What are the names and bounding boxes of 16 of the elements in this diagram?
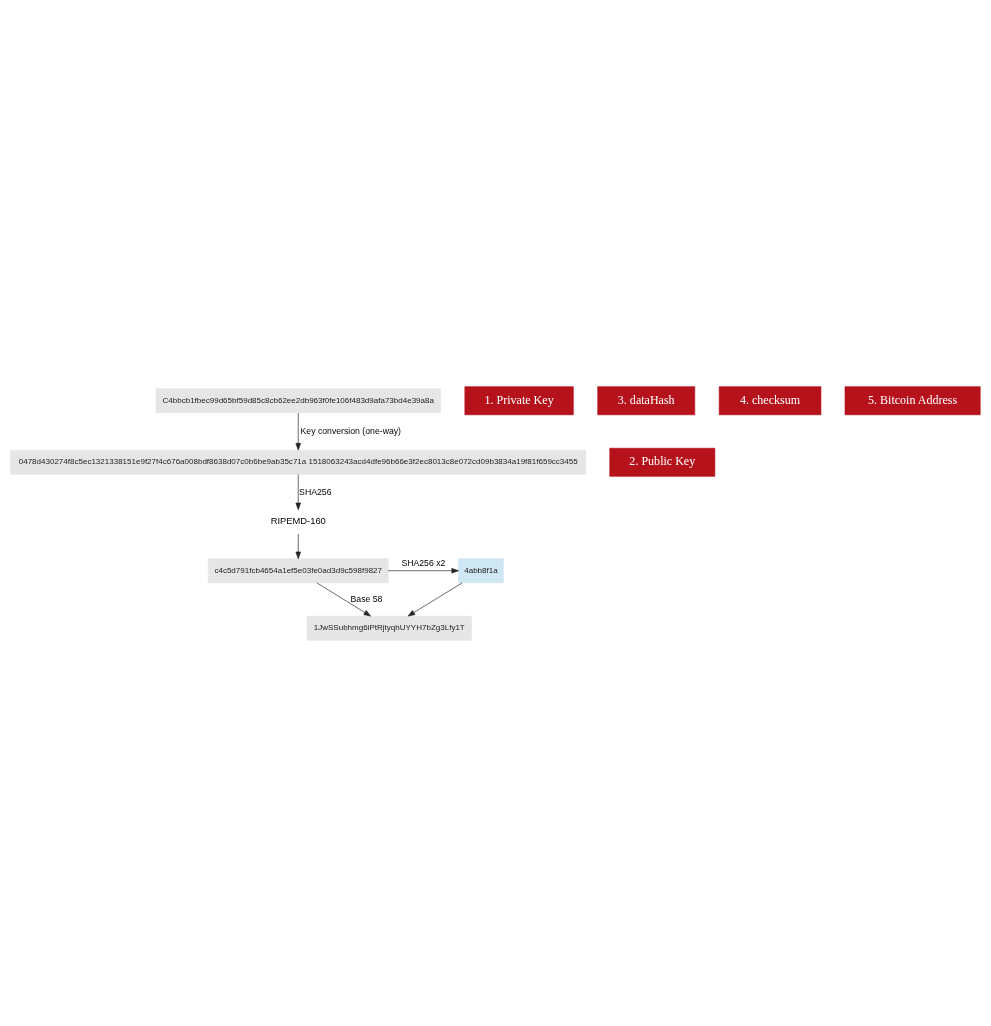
edge-label: Key conversion (one-way) xyxy=(300,425,401,436)
node-box: 1. Private Key xyxy=(464,385,574,415)
edge-label: SHA256 xyxy=(299,486,332,497)
node-box: 4. checksum xyxy=(718,385,822,415)
node-box: 5. Bitcoin Address xyxy=(844,385,981,415)
arrow xyxy=(387,567,459,573)
arrow xyxy=(295,412,301,450)
arrow xyxy=(407,582,463,616)
arrow xyxy=(295,473,301,510)
arrow xyxy=(316,582,371,616)
arrow xyxy=(295,533,301,559)
edge-label: SHA256 x2 xyxy=(401,557,446,568)
edge-label: Base 58 xyxy=(350,593,383,604)
node-text: RIPEMD-160 xyxy=(270,515,326,526)
node-box: 2. Public Key xyxy=(609,447,716,477)
node-box: 3. dataHash xyxy=(597,385,696,415)
